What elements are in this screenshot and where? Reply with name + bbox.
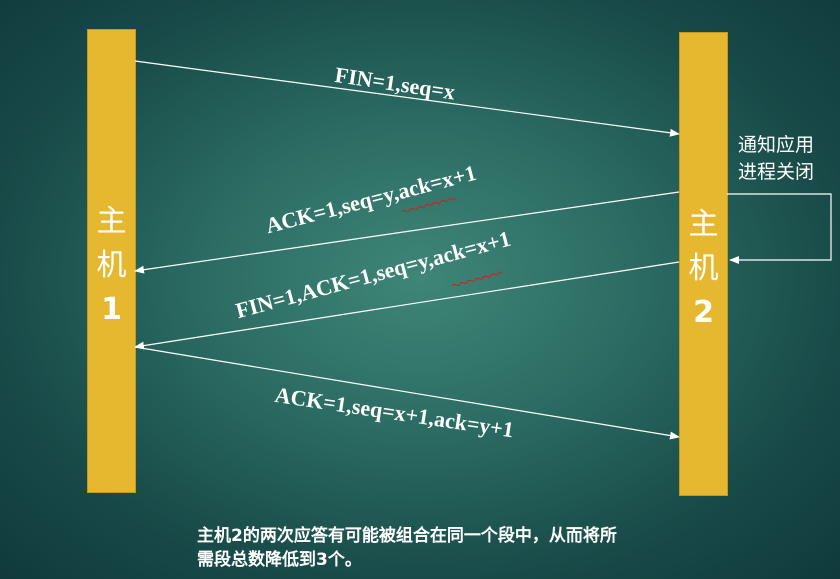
spellcheck-underline-2 — [451, 271, 503, 287]
host1-char2: 机 — [96, 248, 127, 283]
host2-char2: 机 — [688, 251, 719, 286]
host2-char1: 主 — [688, 207, 719, 242]
host2-bar — [679, 32, 728, 496]
host1-label: 主 机 1 — [87, 200, 136, 332]
side-note-line1: 通知应用 — [738, 134, 815, 156]
arrow-notify — [727, 193, 832, 264]
host2-label: 主 机 2 — [679, 203, 728, 335]
arrow-fin-ack — [134, 261, 680, 350]
host1-char1: 主 — [96, 204, 127, 239]
arrow-ack — [134, 191, 680, 274]
footnote: 主机2的两次应答有可能被组合在同一个段中，从而将所需段总数降低到3个。 — [197, 526, 617, 570]
spellcheck-underline-1 — [401, 197, 457, 213]
host1-bar — [87, 29, 136, 493]
host2-number: 2 — [693, 295, 714, 330]
arrow-final-ack — [134, 346, 680, 440]
host1-number: 1 — [101, 292, 122, 327]
side-note-line2: 进程关闭 — [738, 161, 815, 183]
arrow-fin — [134, 60, 680, 137]
